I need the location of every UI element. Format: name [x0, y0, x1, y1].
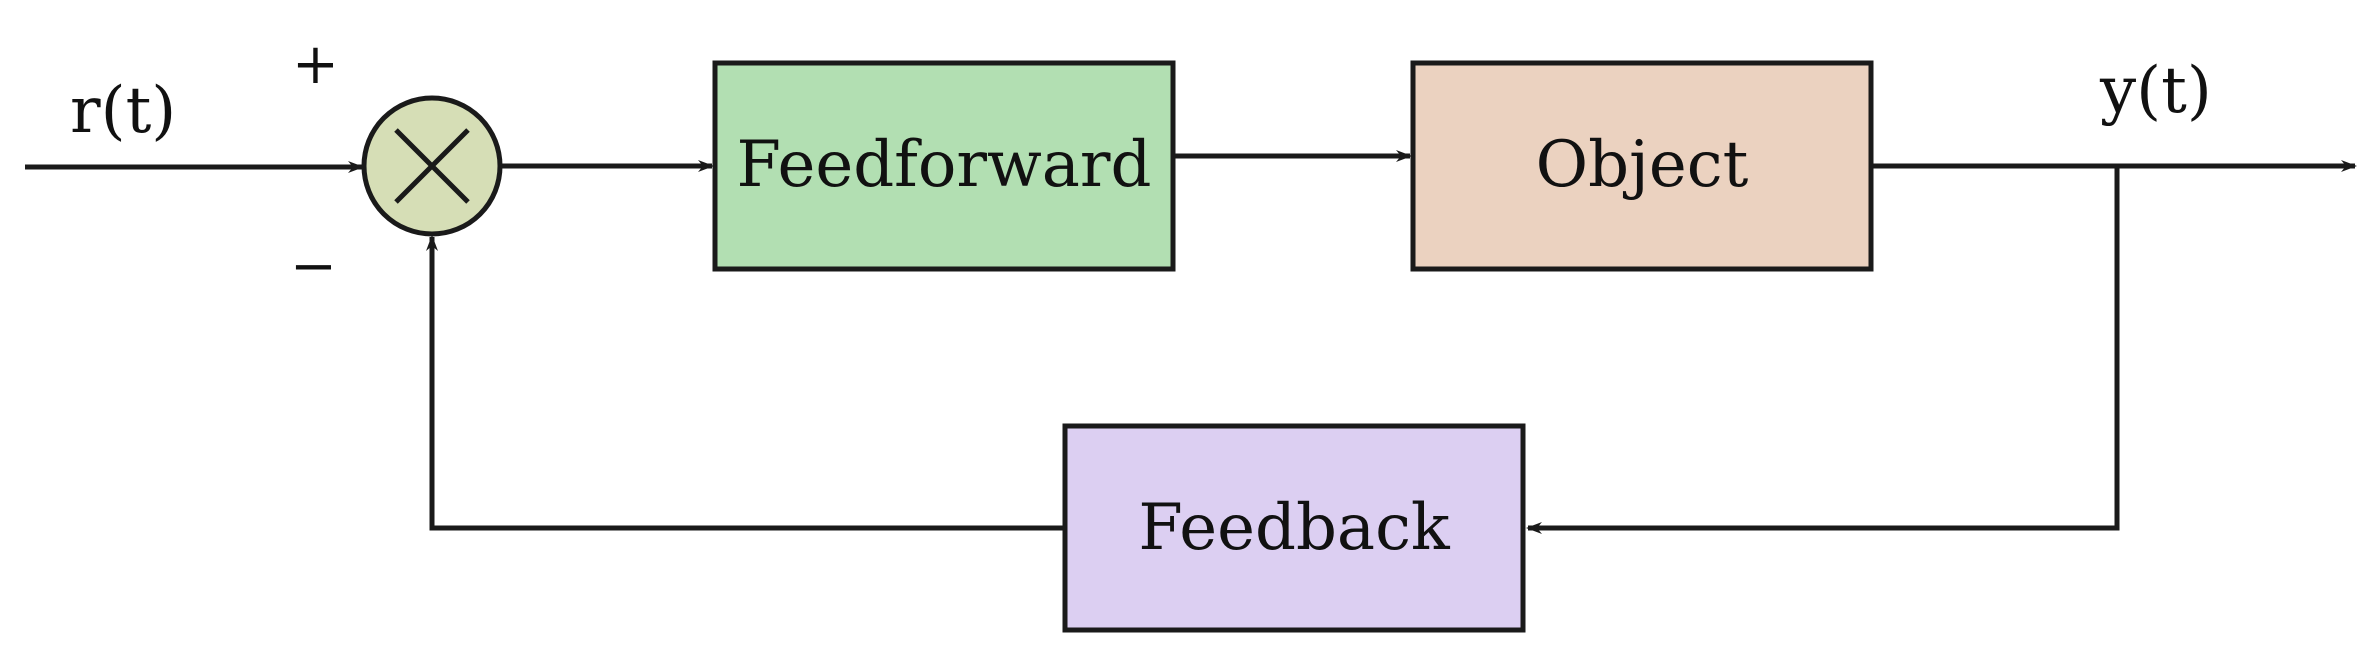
object-block: Object: [1410, 60, 1874, 272]
feedforward-block: Feedforward: [712, 60, 1176, 272]
object-label: Object: [1536, 128, 1749, 202]
plus-sign: +: [292, 32, 339, 97]
input-signal-label: r(t): [70, 74, 176, 148]
feedforward-label: Feedforward: [737, 128, 1152, 202]
multiply-icon: [394, 128, 470, 204]
feedback-label: Feedback: [1138, 491, 1451, 565]
feedback-return-arrow: [426, 235, 1065, 531]
minus-sign: −: [290, 234, 337, 299]
feedback-branch-arrow: [1526, 166, 2120, 534]
feedback-block: Feedback: [1062, 423, 1526, 633]
object-box: [1410, 60, 1874, 272]
feedforward-box: [712, 60, 1176, 272]
output-signal-label: y(t): [2099, 54, 2212, 128]
summing-junction: [361, 95, 503, 237]
